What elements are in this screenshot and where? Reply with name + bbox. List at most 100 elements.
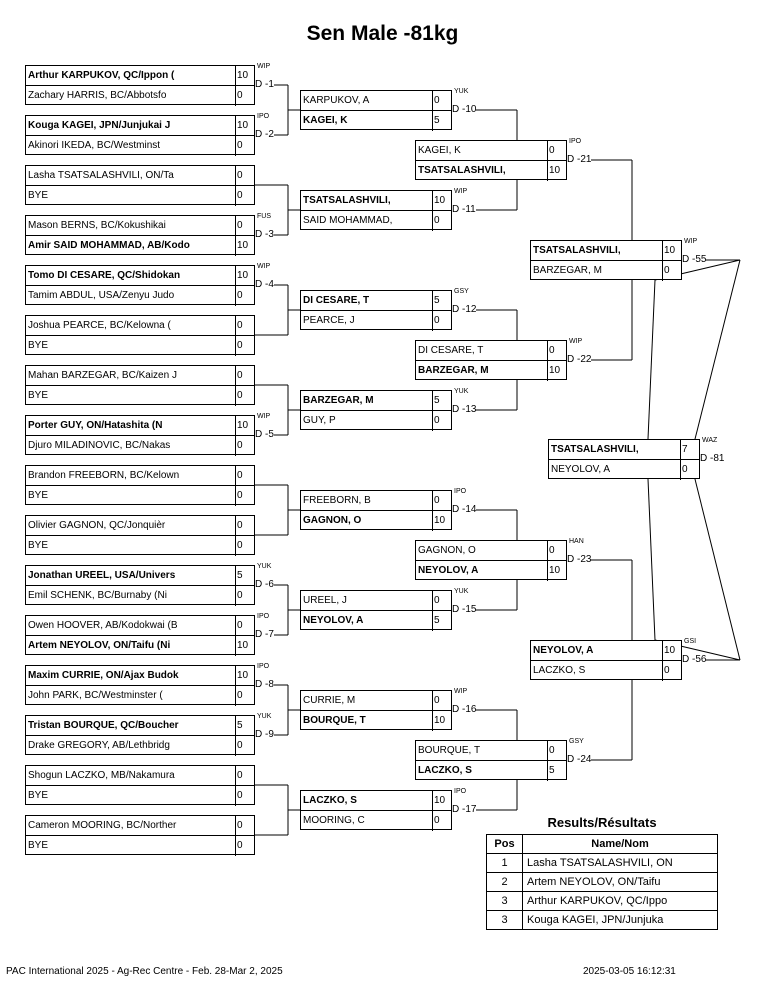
technique-label: WIP — [684, 238, 698, 245]
competitor-name: MOORING, C — [303, 815, 365, 826]
connector-line — [689, 259, 741, 460]
competitor-score: 0 — [432, 411, 451, 431]
match-code: D -22 — [567, 354, 592, 366]
match-box: Owen HOOVER, AB/Kodokwai (B Artem NEYOLOV… — [25, 615, 255, 656]
competitor-score: 0 — [235, 366, 254, 386]
competitor-name: Drake GREGORY, AB/Lethbridg — [28, 740, 170, 751]
competitor-name: BYE — [28, 490, 49, 501]
competitor-name: Emil SCHENK, BC/Burnaby (Ni — [28, 590, 167, 601]
competitor-name: UREEL, J — [301, 591, 432, 611]
competitor-score: 10 — [547, 161, 566, 181]
competitor-score: 0 — [432, 811, 451, 831]
competitor-name: Porter GUY, ON/Hatashita (N — [26, 416, 235, 436]
technique-label: FUS — [257, 213, 271, 220]
result-name: Kouga KAGEI, JPN/Junjuka — [522, 910, 718, 930]
technique-label: YUK — [257, 563, 272, 570]
competitor-name: Artem NEYOLOV, ON/Taifu (Ni — [28, 640, 171, 651]
competitor-name: CURRIE, M — [301, 691, 432, 711]
match-code: D -55 — [682, 254, 707, 266]
competitor-name: LACZKO, S — [533, 665, 586, 676]
result-pos: 2 — [486, 872, 523, 892]
competitor-name: BYE — [28, 390, 49, 401]
match-code: D -23 — [567, 554, 592, 566]
match-code: D -1 — [255, 79, 274, 91]
competitor-name: BYE — [28, 840, 49, 851]
competitor-score: 10 — [432, 511, 451, 531]
result-name: Artem NEYOLOV, ON/Taifu — [522, 872, 718, 892]
technique-label: WIP — [569, 338, 583, 345]
match-code: D -8 — [255, 679, 274, 691]
competitor-score: 0 — [235, 186, 254, 206]
competitor-score: 0 — [547, 141, 566, 161]
competitor-score: 0 — [235, 736, 254, 756]
match-code: D -13 — [452, 404, 477, 416]
competitor-score: 0 — [547, 741, 566, 761]
competitor-name: BARZEGAR, M — [533, 265, 602, 276]
competitor-score: 10 — [432, 711, 451, 731]
connector-line — [647, 279, 656, 440]
competitor-name: BYE — [28, 540, 49, 551]
competitor-name: TSATSALASHVILI, — [418, 165, 506, 176]
results-header-row: Pos Name/Nom — [486, 834, 718, 854]
competitor-name: TSATSALASHVILI, — [301, 191, 432, 211]
competitor-score: 0 — [235, 766, 254, 786]
match-code: D -16 — [452, 704, 477, 716]
competitor-name: Mahan BARZEGAR, BC/Kaizen J — [26, 366, 235, 386]
technique-label: WAZ — [702, 437, 718, 444]
connector-line — [647, 478, 656, 641]
competitor-name: Mason BERNS, BC/Kokushikai — [26, 216, 235, 236]
competitor-score: 0 — [235, 686, 254, 706]
competitor-name: Amir SAID MOHAMMAD, AB/Kodo — [28, 240, 190, 251]
competitor-score: 10 — [235, 66, 254, 86]
footer-event-info: PAC International 2025 - Ag-Rec Centre -… — [6, 966, 283, 977]
match-code: D -17 — [452, 804, 477, 816]
competitor-name: Lasha TSATSALASHVILI, ON/Ta — [26, 166, 235, 186]
competitor-name: Olivier GAGNON, QC/Jonquièr — [26, 516, 235, 536]
competitor-score: 0 — [235, 136, 254, 156]
competitor-name: Brandon FREEBORN, BC/Kelown — [26, 466, 235, 486]
competitor-name: NEYOLOV, A — [551, 464, 611, 475]
technique-label: IPO — [454, 788, 467, 795]
competitor-score: 0 — [235, 486, 254, 506]
results-header-pos: Pos — [486, 834, 523, 854]
competitor-name: Tristan BOURQUE, QC/Boucher — [26, 716, 235, 736]
competitor-name: Akinori IKEDA, BC/Westminst — [28, 140, 161, 151]
competitor-score: 0 — [235, 786, 254, 806]
competitor-name: Arthur KARPUKOV, QC/Ippon ( — [26, 66, 235, 86]
competitor-name: KARPUKOV, A — [301, 91, 432, 111]
competitor-score: 0 — [432, 691, 451, 711]
result-pos: 3 — [486, 910, 523, 930]
technique-label: WIP — [257, 413, 271, 420]
match-code: D -9 — [255, 729, 274, 741]
competitor-score: 0 — [235, 86, 254, 106]
competitor-score: 0 — [235, 816, 254, 836]
competitor-score: 10 — [547, 561, 566, 581]
competitor-name: Owen HOOVER, AB/Kodokwai (B — [26, 616, 235, 636]
competitor-score: 0 — [235, 286, 254, 306]
technique-label: GSI — [684, 638, 697, 645]
competitor-score: 0 — [235, 316, 254, 336]
match-code: D -2 — [255, 129, 274, 141]
competitor-score: 0 — [547, 541, 566, 561]
page-title: Sen Male -81kg — [306, 22, 459, 45]
competitor-score: 10 — [547, 361, 566, 381]
competitor-name: BYE — [28, 190, 49, 201]
technique-label: WIP — [257, 63, 271, 70]
